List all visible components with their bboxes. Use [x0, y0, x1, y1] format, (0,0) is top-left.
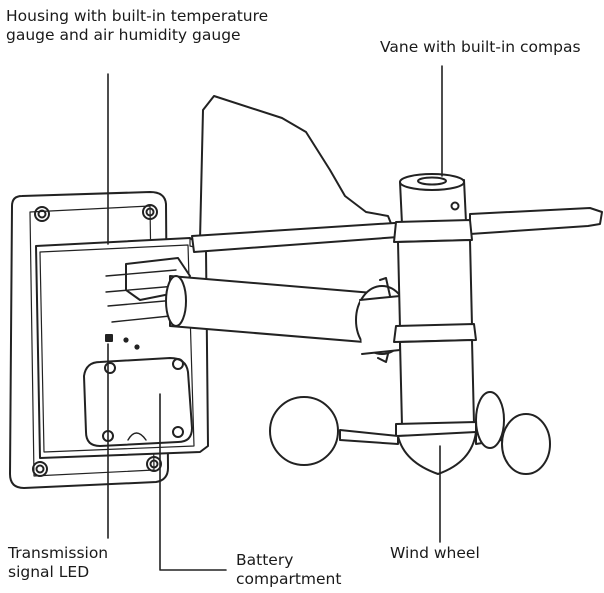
- label-transmission-led: Transmission signal LED: [8, 544, 109, 581]
- led-indicator: [105, 334, 113, 342]
- vane-fin: [199, 95, 393, 241]
- label-battery-compartment: Battery compartment: [236, 551, 342, 588]
- vane-pointer: [469, 207, 603, 235]
- label-housing: Housing with built-in temperature gauge …: [6, 7, 269, 44]
- battery-cover: [83, 357, 193, 447]
- support-arm: [105, 257, 409, 363]
- column-cone: [397, 431, 477, 475]
- label-vane: Vane with built-in compas: [380, 38, 581, 56]
- wind-cups: [269, 391, 551, 475]
- label-wind-wheel: Wind wheel: [390, 544, 480, 562]
- leader-lines: [107, 65, 443, 571]
- main-column: [393, 173, 477, 475]
